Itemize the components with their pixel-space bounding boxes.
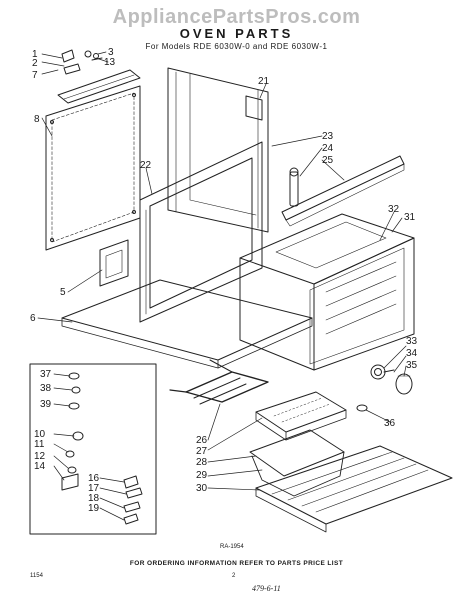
callout-28: 28 (196, 457, 208, 468)
oven-cavity (239, 213, 415, 371)
callout-22: 22 (140, 160, 152, 171)
callout-19: 19 (88, 503, 100, 514)
callout-5: 5 (60, 287, 66, 298)
callout-23: 23 (322, 131, 334, 142)
ordering-note: FOR ORDERING INFORMATION REFER TO PARTS … (129, 560, 344, 567)
callout-33: 33 (406, 336, 418, 347)
callout-18: 18 (88, 493, 100, 504)
callout-7: 7 (32, 70, 38, 81)
callout-27: 27 (196, 446, 208, 457)
callout-8: 8 (34, 114, 40, 125)
top-rail (281, 155, 405, 227)
watermark: AppliancePartsPros.com (112, 6, 361, 28)
cabinet-frame (167, 67, 269, 233)
handwritten-note: 479-6-11 (252, 584, 281, 593)
figure-code: RA-1954 (220, 544, 244, 550)
callout-6: 6 (30, 313, 36, 324)
callout-3: 3 (108, 47, 114, 58)
document-code: 1154 (30, 573, 43, 579)
callout-39: 39 (40, 399, 52, 410)
callout-17: 17 (88, 483, 100, 494)
callout-30: 30 (196, 483, 208, 494)
callout-16: 16 (88, 473, 100, 484)
hardware-inset-box (29, 363, 157, 535)
callout-24: 24 (322, 143, 334, 154)
callout-21: 21 (258, 76, 270, 87)
callout-35: 35 (406, 360, 418, 371)
page-number: 2 (232, 573, 236, 579)
bottom-panel (61, 279, 313, 369)
callout-32: 32 (388, 204, 400, 215)
callout-14: 14 (34, 461, 46, 472)
callout-37: 37 (40, 369, 52, 380)
callout-34: 34 (406, 348, 418, 359)
callout-leaders (37, 51, 407, 521)
callout-11: 11 (34, 439, 45, 450)
broil-element (169, 359, 269, 405)
callout-29: 29 (196, 470, 208, 481)
oven-light-assembly (356, 364, 413, 412)
hinge-bracket (99, 239, 129, 287)
door-liner-frame (139, 141, 263, 323)
inset-hardware (61, 372, 143, 525)
callout-2: 2 (32, 58, 38, 69)
callout-25: 25 (322, 155, 334, 166)
callout-12: 12 (34, 451, 46, 462)
oven-rack (255, 445, 453, 533)
callout-26: 26 (196, 435, 208, 446)
callout-1: 1 (32, 49, 38, 60)
callout-31: 31 (404, 212, 416, 223)
hinge-hardware (61, 49, 103, 75)
callout-13: 13 (104, 57, 116, 68)
callout-labels: 1 2 3 7 13 8 21 22 23 24 25 5 6 32 31 33… (30, 47, 418, 514)
vent-strip (57, 69, 141, 104)
callout-38: 38 (40, 383, 52, 394)
callout-36: 36 (384, 418, 396, 429)
back-panel (45, 85, 141, 251)
diagram-title: OVEN PARTS (179, 26, 294, 41)
diagram-subtitle: For Models RDE 6030W-0 and RDE 6030W-1 (145, 42, 328, 51)
broiler-pan (249, 391, 347, 497)
callout-10: 10 (34, 429, 46, 440)
